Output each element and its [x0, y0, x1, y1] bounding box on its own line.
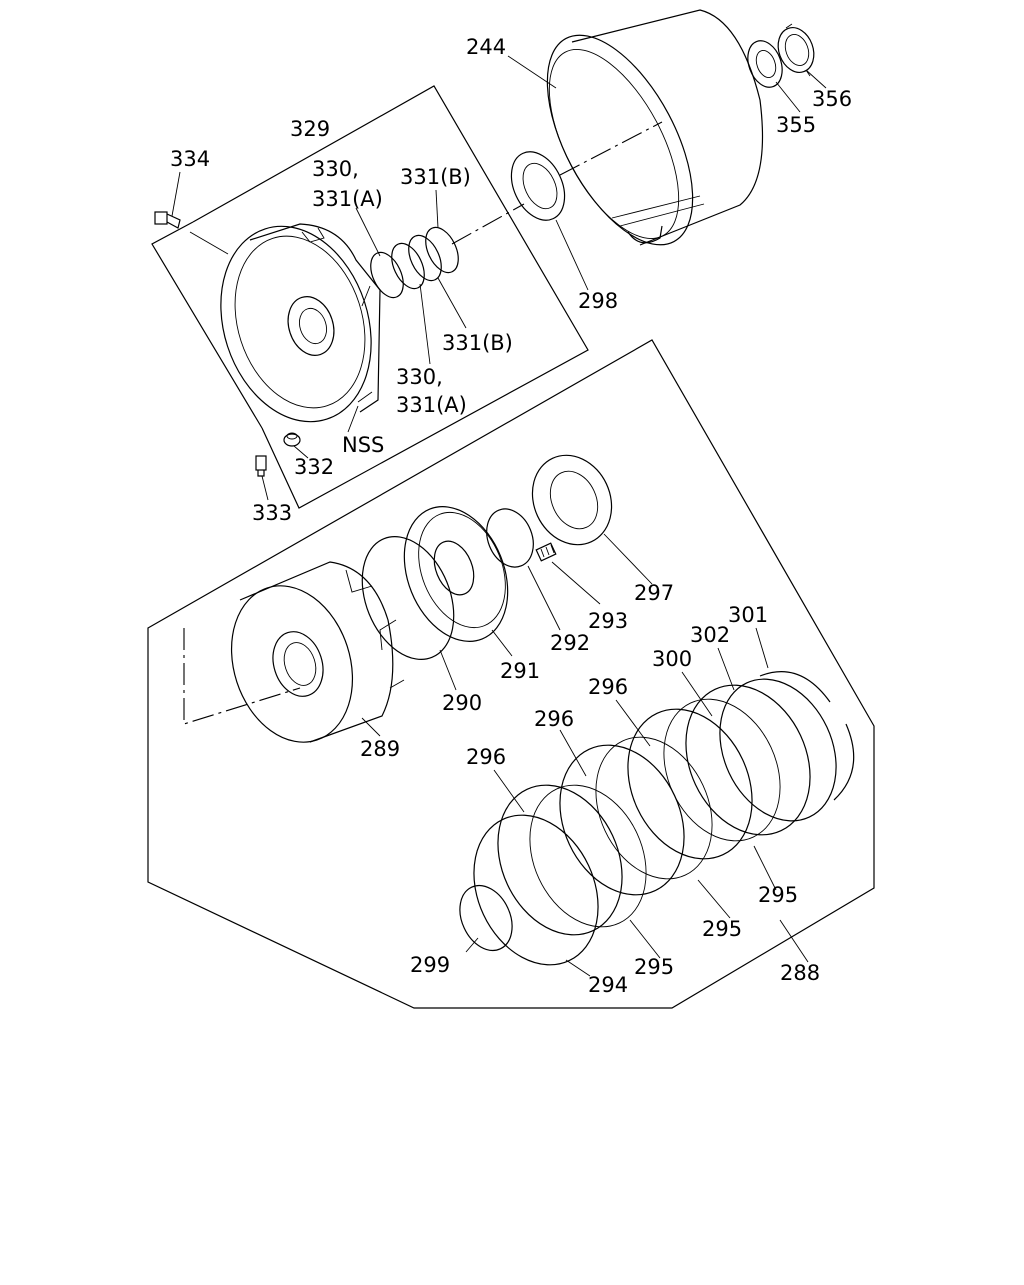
- part-299-snap-ring: [459, 884, 513, 952]
- label-296-a: 296: [588, 675, 628, 699]
- label-333: 333: [252, 501, 292, 525]
- label-294: 294: [588, 973, 628, 997]
- label-329: 329: [290, 117, 330, 141]
- label-297: 297: [634, 581, 674, 605]
- part-333-bolt: [255, 455, 267, 477]
- label-290: 290: [442, 691, 482, 715]
- part-292-seal: [486, 508, 534, 568]
- label-299: 299: [410, 953, 450, 977]
- label-295-c: 295: [634, 955, 674, 979]
- plate-294: [473, 814, 599, 966]
- plate-295-b: [595, 736, 713, 880]
- label-nss: NSS: [342, 433, 384, 457]
- part-297-retainer: [531, 454, 613, 546]
- part-298-thrust-washer: [510, 151, 566, 221]
- part-329-housing: [220, 223, 381, 423]
- clutch-plate-stack: [473, 678, 837, 966]
- part-293-spring: [535, 542, 557, 562]
- label-293: 293: [588, 609, 628, 633]
- part-289-clutch-drum: [230, 561, 405, 743]
- label-295-a: 295: [758, 883, 798, 907]
- label-301: 301: [728, 603, 768, 627]
- label-289: 289: [360, 737, 400, 761]
- plate-295-a: [529, 784, 647, 928]
- label-331b-b: 331(B): [442, 331, 513, 355]
- part-356-snap-ring: [777, 23, 815, 77]
- label-331a-b: 331(A): [396, 393, 467, 417]
- leader-lines: [171, 55, 827, 977]
- axis-line-lower: [183, 628, 301, 725]
- label-330-a: 330,: [312, 157, 359, 181]
- part-330-331-seal-rings: [370, 226, 459, 299]
- label-288: 288: [780, 961, 820, 985]
- label-302: 302: [690, 623, 730, 647]
- label-298: 298: [578, 289, 618, 313]
- plate-296-c: [627, 708, 753, 860]
- label-244: 244: [466, 35, 506, 59]
- plate-300: [685, 684, 811, 836]
- plate-295-c: [663, 698, 781, 842]
- label-355: 355: [776, 113, 816, 137]
- frame-288: [147, 339, 875, 1009]
- frame-329-left: [151, 221, 263, 429]
- part-301-snap-ring: [759, 671, 855, 801]
- label-296-b: 296: [534, 707, 574, 731]
- label-330-b: 330,: [396, 365, 443, 389]
- part-355-washer: [747, 40, 783, 88]
- part-291-piston: [403, 506, 509, 642]
- label-296-c: 296: [466, 745, 506, 769]
- label-332: 332: [294, 455, 334, 479]
- axis-line-upper: [451, 203, 525, 245]
- part-290-snap-ring: [361, 536, 455, 660]
- label-292: 292: [550, 631, 590, 655]
- label-331b-a: 331(B): [400, 165, 471, 189]
- label-334: 334: [170, 147, 210, 171]
- label-356: 356: [812, 87, 852, 111]
- plate-302: [719, 678, 837, 822]
- label-331a-a: 331(A): [312, 187, 383, 211]
- label-295-b: 295: [702, 917, 742, 941]
- frame-329: [192, 85, 589, 509]
- plate-296-a: [497, 784, 623, 936]
- part-332-plug: [283, 432, 301, 447]
- label-300: 300: [652, 647, 692, 671]
- label-291: 291: [500, 659, 540, 683]
- part-334-bolt: [154, 211, 181, 229]
- part-labels: 244 356 355 329 334 330, 331(A) 331(B) 2…: [170, 35, 852, 997]
- part-244-drum: [546, 9, 764, 246]
